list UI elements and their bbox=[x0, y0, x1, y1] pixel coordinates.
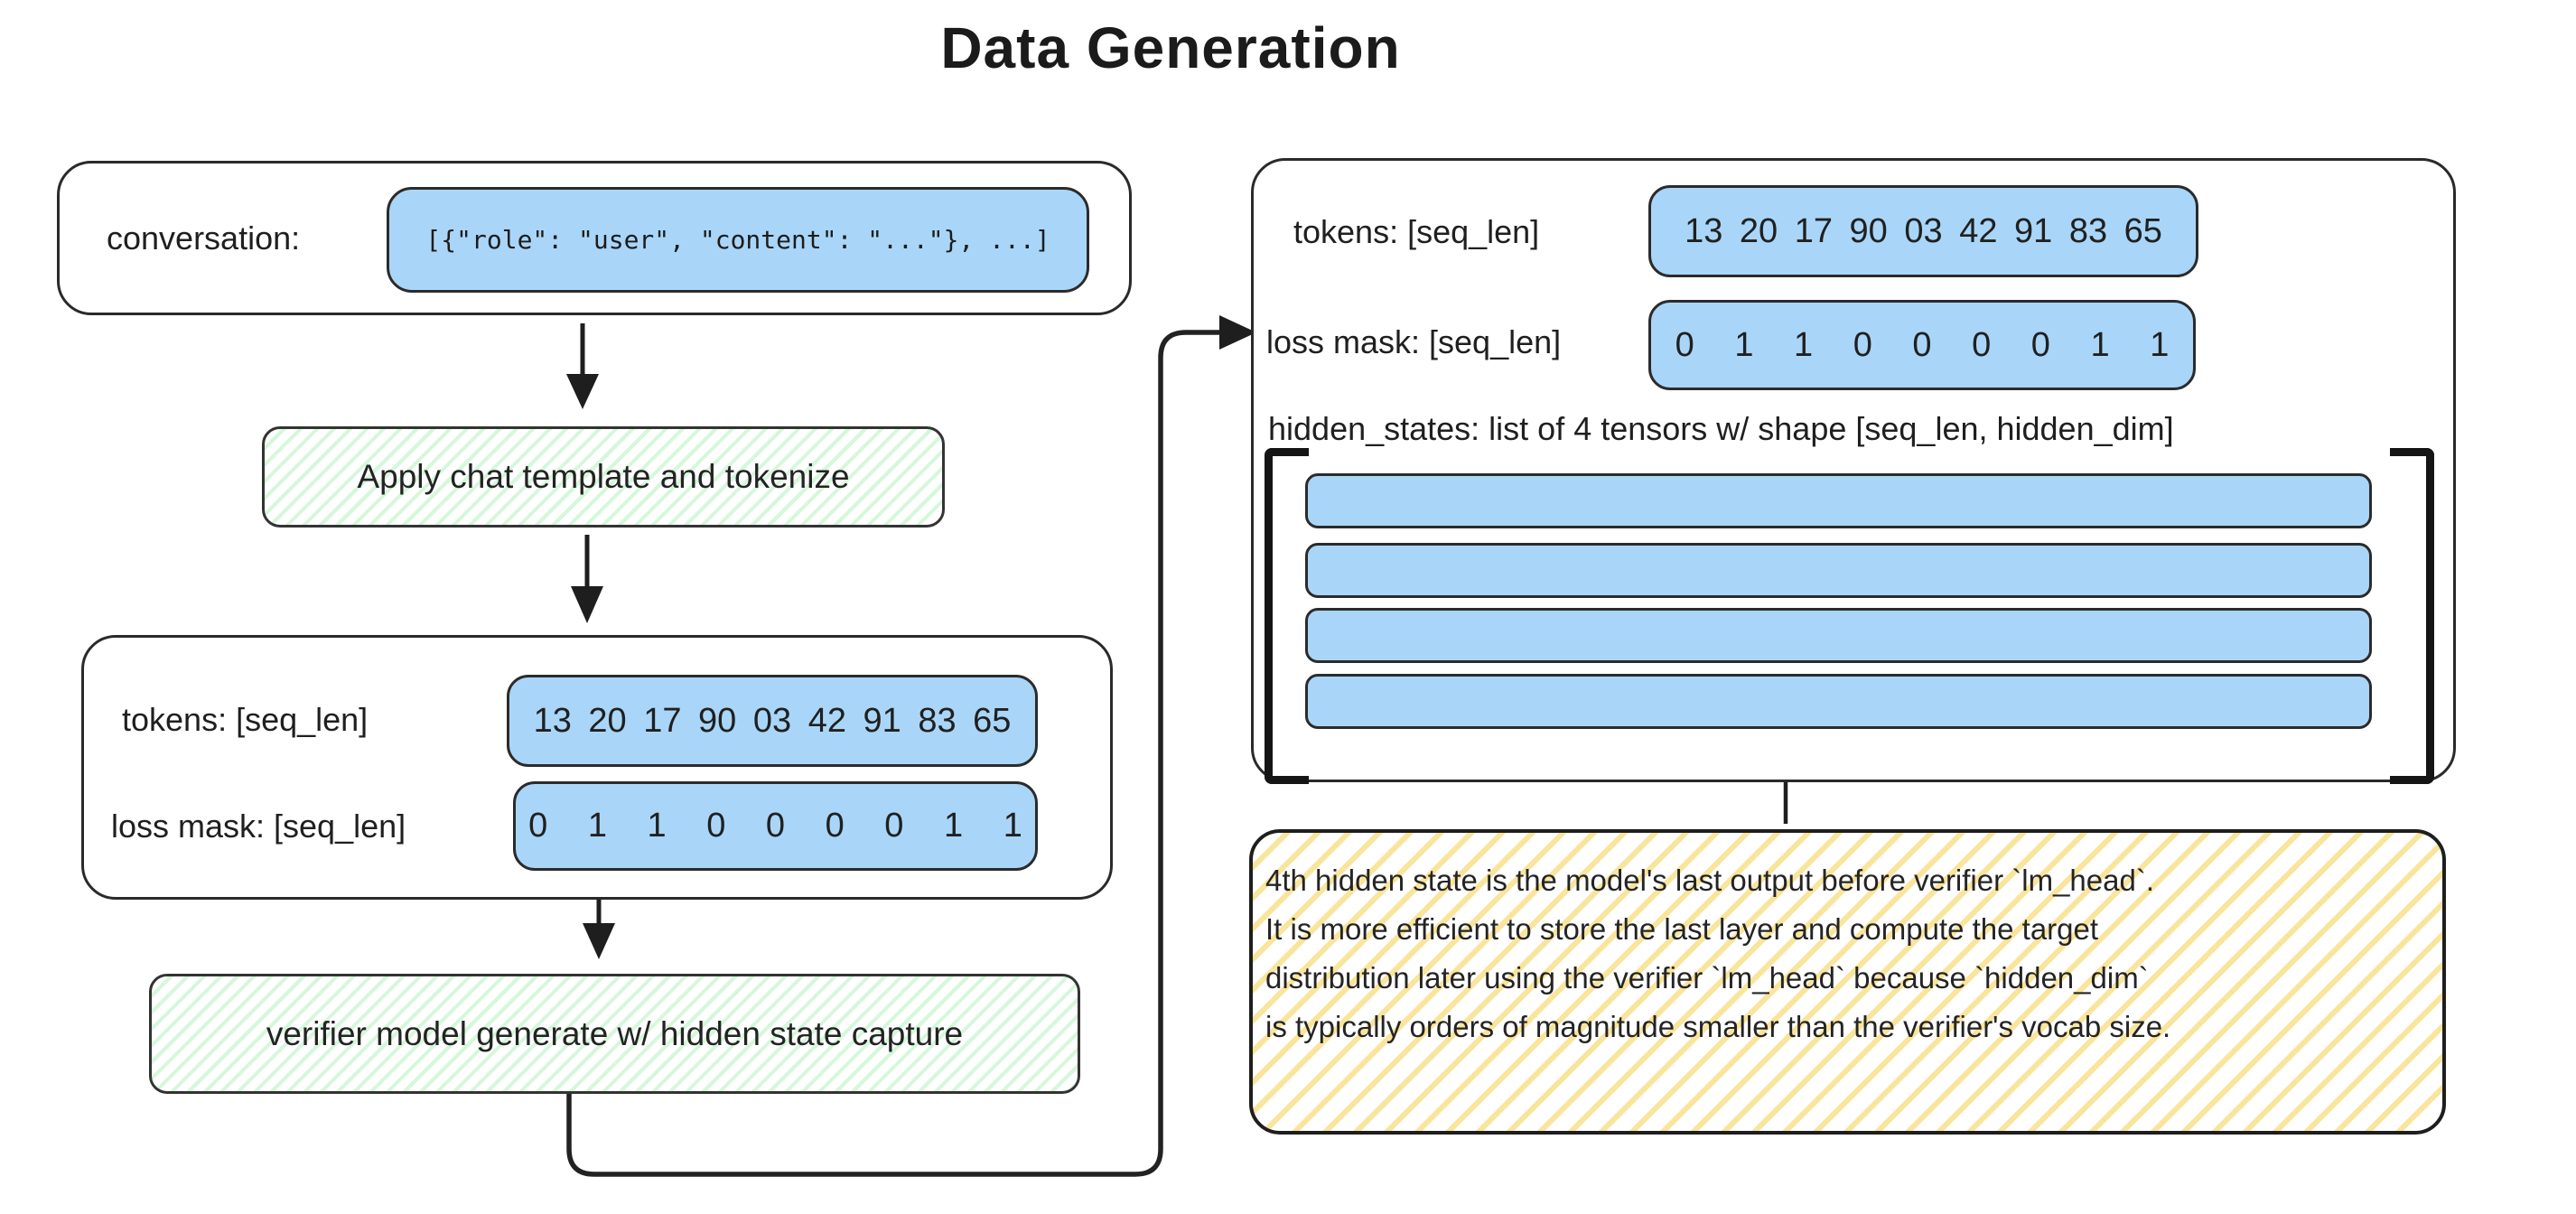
down-arrow-1-icon bbox=[566, 323, 599, 409]
diagram-title: Data Generation bbox=[940, 15, 1401, 80]
output-loss-mask-values-pill: 0 1 1 0 0 0 0 1 1 bbox=[1648, 300, 2196, 390]
conversation-label: conversation: bbox=[107, 219, 301, 257]
output-loss-mask-label: loss mask: [seq_len] bbox=[1266, 323, 1562, 360]
note-line: is typically orders of magnitude smaller… bbox=[1265, 1010, 2171, 1043]
hidden-states-label: hidden_states: list of 4 tensors w/ shap… bbox=[1268, 410, 2174, 447]
tokens-values-pill: 13 20 17 90 03 42 91 83 65 bbox=[507, 675, 1038, 767]
generation-output-box: tokens: [seq_len] 13 20 17 90 03 42 91 8… bbox=[1251, 158, 2456, 784]
tokenized-data-box: tokens: [seq_len] 13 20 17 90 03 42 91 8… bbox=[81, 635, 1113, 900]
down-arrow-2-icon bbox=[571, 535, 603, 623]
hidden-state-tensor-1 bbox=[1305, 473, 2372, 528]
step-verifier-generate: verifier model generate w/ hidden state … bbox=[149, 974, 1080, 1094]
note-line: 4th hidden state is the model's last out… bbox=[1265, 864, 2155, 897]
down-arrow-3-icon bbox=[583, 897, 615, 959]
tokens-label: tokens: [seq_len] bbox=[122, 701, 369, 738]
note-line: It is more efficient to store the last l… bbox=[1265, 912, 2099, 946]
conversation-box: conversation: [{"role": "user", "content… bbox=[57, 161, 1132, 315]
loss-mask-values-pill: 0 1 1 0 0 0 0 1 1 bbox=[513, 781, 1038, 871]
right-bracket-icon bbox=[2390, 448, 2434, 784]
hidden-state-tensor-2 bbox=[1305, 543, 2372, 598]
hidden-state-tensor-4 bbox=[1305, 674, 2372, 729]
left-bracket-icon bbox=[1265, 448, 1309, 784]
conversation-value-pill: [{"role": "user", "content": "..."}, ...… bbox=[387, 187, 1089, 293]
note-line: distribution later using the verifier `l… bbox=[1265, 961, 2149, 995]
step-apply-chat-template: Apply chat template and tokenize bbox=[262, 426, 945, 528]
output-tokens-values-pill: 13 20 17 90 03 42 91 83 65 bbox=[1648, 185, 2198, 277]
hidden-state-tensor-3 bbox=[1305, 608, 2372, 663]
loss-mask-label: loss mask: [seq_len] bbox=[111, 808, 406, 845]
output-tokens-label: tokens: [seq_len] bbox=[1293, 213, 1540, 250]
hidden-state-note-box: 4th hidden state is the model's last out… bbox=[1249, 829, 2446, 1135]
